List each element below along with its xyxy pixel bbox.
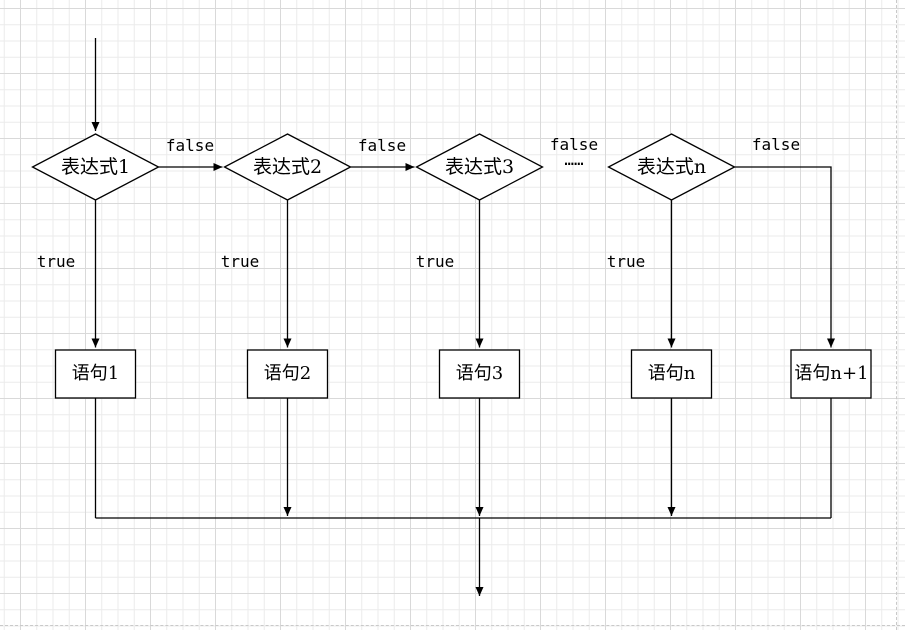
statement-label-n1[interactable]: 语句n+1 [794, 363, 869, 384]
page-break-horizontal [0, 625, 905, 626]
decision-diamond-n[interactable] [607, 133, 736, 201]
statement-box-n[interactable] [630, 349, 713, 399]
decision-diamond-1[interactable] [31, 133, 160, 201]
statement-label-1[interactable]: 语句1 [71, 363, 120, 384]
page-break-vertical [896, 0, 897, 630]
false-label-2[interactable]: false [357, 136, 407, 155]
decision-label-2[interactable]: 表达式2 [252, 155, 323, 178]
statement-box-2[interactable] [246, 349, 329, 399]
decision-diamond-2[interactable] [223, 133, 352, 201]
false-label-1[interactable]: false [165, 136, 215, 155]
true-label-2[interactable]: true [220, 252, 260, 271]
true-label-3[interactable]: true [415, 252, 455, 271]
decision-label-3[interactable]: 表达式3 [444, 155, 515, 178]
statement-box-3[interactable] [438, 349, 521, 399]
statement-label-n[interactable]: 语句n [647, 363, 696, 384]
decision-label-n[interactable]: 表达式n [636, 155, 707, 178]
false-label-3[interactable]: false [549, 135, 599, 154]
statement-box-1[interactable] [54, 349, 137, 399]
false-label-n[interactable]: false [751, 135, 801, 154]
decision-diamond-3[interactable] [415, 133, 544, 201]
false-edge-n[interactable] [734, 166, 835, 348]
statement-label-2[interactable]: 语句2 [263, 363, 312, 384]
true-label-1[interactable]: true [36, 252, 76, 271]
true-label-n[interactable]: true [606, 252, 646, 271]
statement-label-3[interactable]: 语句3 [455, 363, 504, 384]
statement-box-n1[interactable] [790, 349, 872, 399]
ellipsis-label[interactable]: …… [564, 150, 584, 169]
decision-label-1[interactable]: 表达式1 [60, 155, 131, 178]
